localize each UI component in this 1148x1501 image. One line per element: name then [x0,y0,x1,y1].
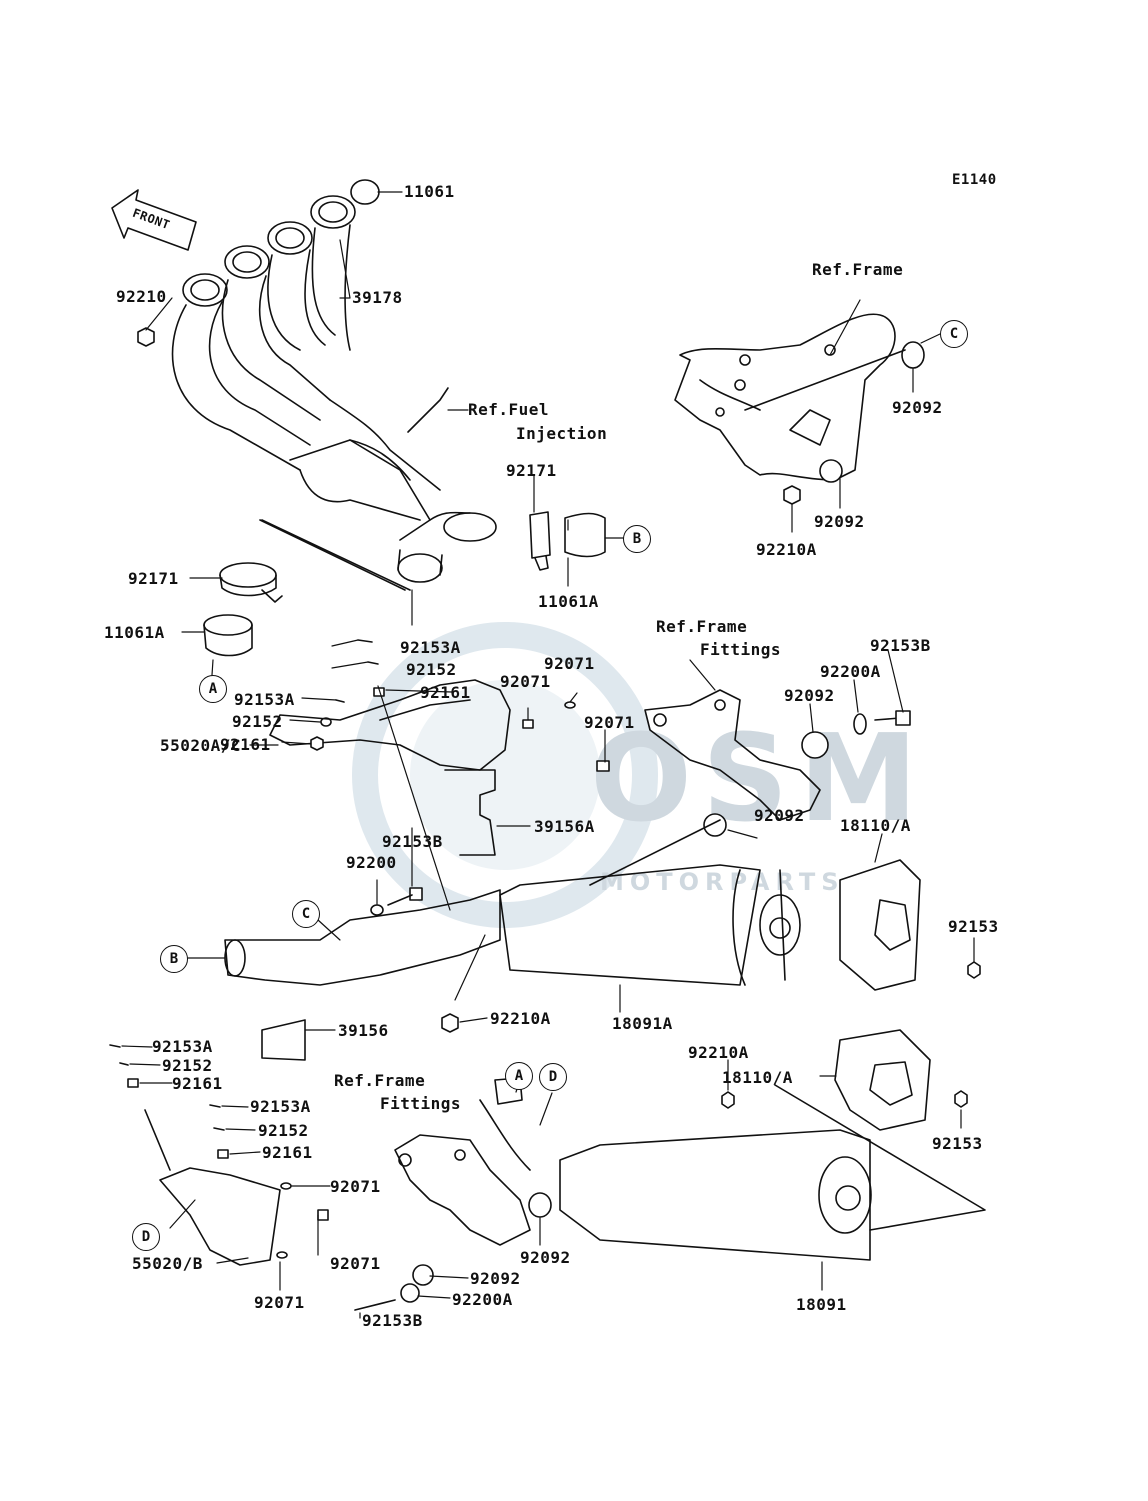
ref-frame-top: Ref.Frame [812,260,904,279]
part-label: 92171 [128,569,179,588]
leader-line [774,1084,986,1231]
part-label: 11061 [404,182,455,201]
part-label: 92152 [258,1121,309,1140]
marker-d-left: D [132,1223,160,1251]
part-label: 92152 [406,660,457,679]
part-label: 55020A/C [160,736,242,755]
part-label: 92153 [948,917,999,936]
marker-c-top: C [940,320,968,348]
part-label: 18091A [612,1014,673,1033]
ref-frame-fittings-low-line1: Ref.Frame [334,1071,426,1090]
marker-b-top: B [623,525,651,553]
leader-line [261,519,411,591]
muffler-end-cap-upper [839,859,921,991]
muffler-18091a [499,864,801,986]
part-label: 92153A [152,1037,213,1056]
frame-fitting-low [394,1134,531,1246]
heat-cover-55020b [144,1109,281,1266]
part-label: 92153B [382,832,443,851]
insulator-39156 [261,1019,306,1061]
part-label: 92210A [688,1043,749,1062]
leader-line [589,819,721,886]
part-label: 92153A [234,690,295,709]
part-label: 92153A [400,638,461,657]
frame-fitting-mid [644,689,821,821]
part-label: 92210A [490,1009,551,1028]
nut-92210 [137,327,155,347]
part-label: 92161 [172,1074,223,1093]
clamp-and-gasket-left [203,562,283,657]
part-label: 92153 [932,1134,983,1153]
o2-sensor [407,387,449,433]
part-label: 92071 [544,654,595,673]
muffler-end-cap-lower [834,1029,931,1131]
marker-a-left: A [199,675,227,703]
part-label: 39178 [352,288,403,307]
diagram-code: E1140 [952,172,997,188]
part-label: 92153A [250,1097,311,1116]
part-label: 55020/B [132,1254,203,1273]
part-label: 92161 [220,735,271,754]
small-hardware-stack [109,639,981,1259]
frame-reference [674,313,896,481]
part-label: 92153B [870,636,931,655]
part-label: 11061A [538,592,599,611]
link-pipe [224,889,501,986]
part-label: 92152 [232,712,283,731]
leader-lines [121,191,975,1319]
part-label: 92152 [162,1056,213,1075]
part-label: 92092 [892,398,943,417]
part-label: 92200A [452,1290,513,1309]
part-label: 92161 [420,683,471,702]
part-label: 92071 [254,1293,305,1312]
marker-c-mid: C [292,900,320,928]
part-label: 92092 [520,1248,571,1267]
leader-line [259,519,406,591]
insulator-39156a [444,769,496,856]
watermark-globe [352,622,658,928]
front-arrow-icon [111,189,197,251]
mounting-hardware-low [354,1091,735,1311]
clamp-and-gasket-upper [529,511,606,571]
part-label: 92171 [506,461,557,480]
rubber-bushing [783,341,925,505]
ref-frame-fittings-low-line2: Fittings [380,1094,462,1113]
ref-fuel-injection-line2: Injection [516,424,608,443]
exhaust-header-pipes [171,195,497,583]
part-label: 92092 [814,512,865,531]
marker-d-low: D [539,1063,567,1091]
part-label: 92071 [584,713,635,732]
ref-frame-fittings-mid-line2: Fittings [700,640,782,659]
part-label: 11061A [104,623,165,642]
part-label: 92071 [500,672,551,691]
muffler-18091 [479,1077,872,1261]
ref-frame-fittings-mid-line1: Ref.Frame [656,617,748,636]
marker-b-mid: B [160,945,188,973]
part-label: 39156A [534,817,595,836]
part-label: 18110/A [722,1068,793,1087]
part-label: 92153B [362,1311,423,1330]
part-label: 92210 [116,287,167,306]
part-label: 92200 [346,853,397,872]
ref-fuel-injection-line1: Ref.Fuel [468,400,550,419]
part-label: 92092 [784,686,835,705]
part-label: 18110/A [840,816,911,835]
leader-line [744,349,906,411]
part-label: 92200A [820,662,881,681]
part-label: 92071 [330,1177,381,1196]
watermark-globe-core [410,680,600,870]
part-label: 92092 [470,1269,521,1288]
part-label: 18091 [796,1295,847,1314]
part-label: 39156 [338,1021,389,1040]
part-label: 92092 [754,806,805,825]
gasket-ring-11061 [350,179,380,205]
part-label: 92161 [262,1143,313,1162]
part-label: 92071 [330,1254,381,1273]
part-label: 92210A [756,540,817,559]
marker-a-low: A [505,1062,533,1090]
